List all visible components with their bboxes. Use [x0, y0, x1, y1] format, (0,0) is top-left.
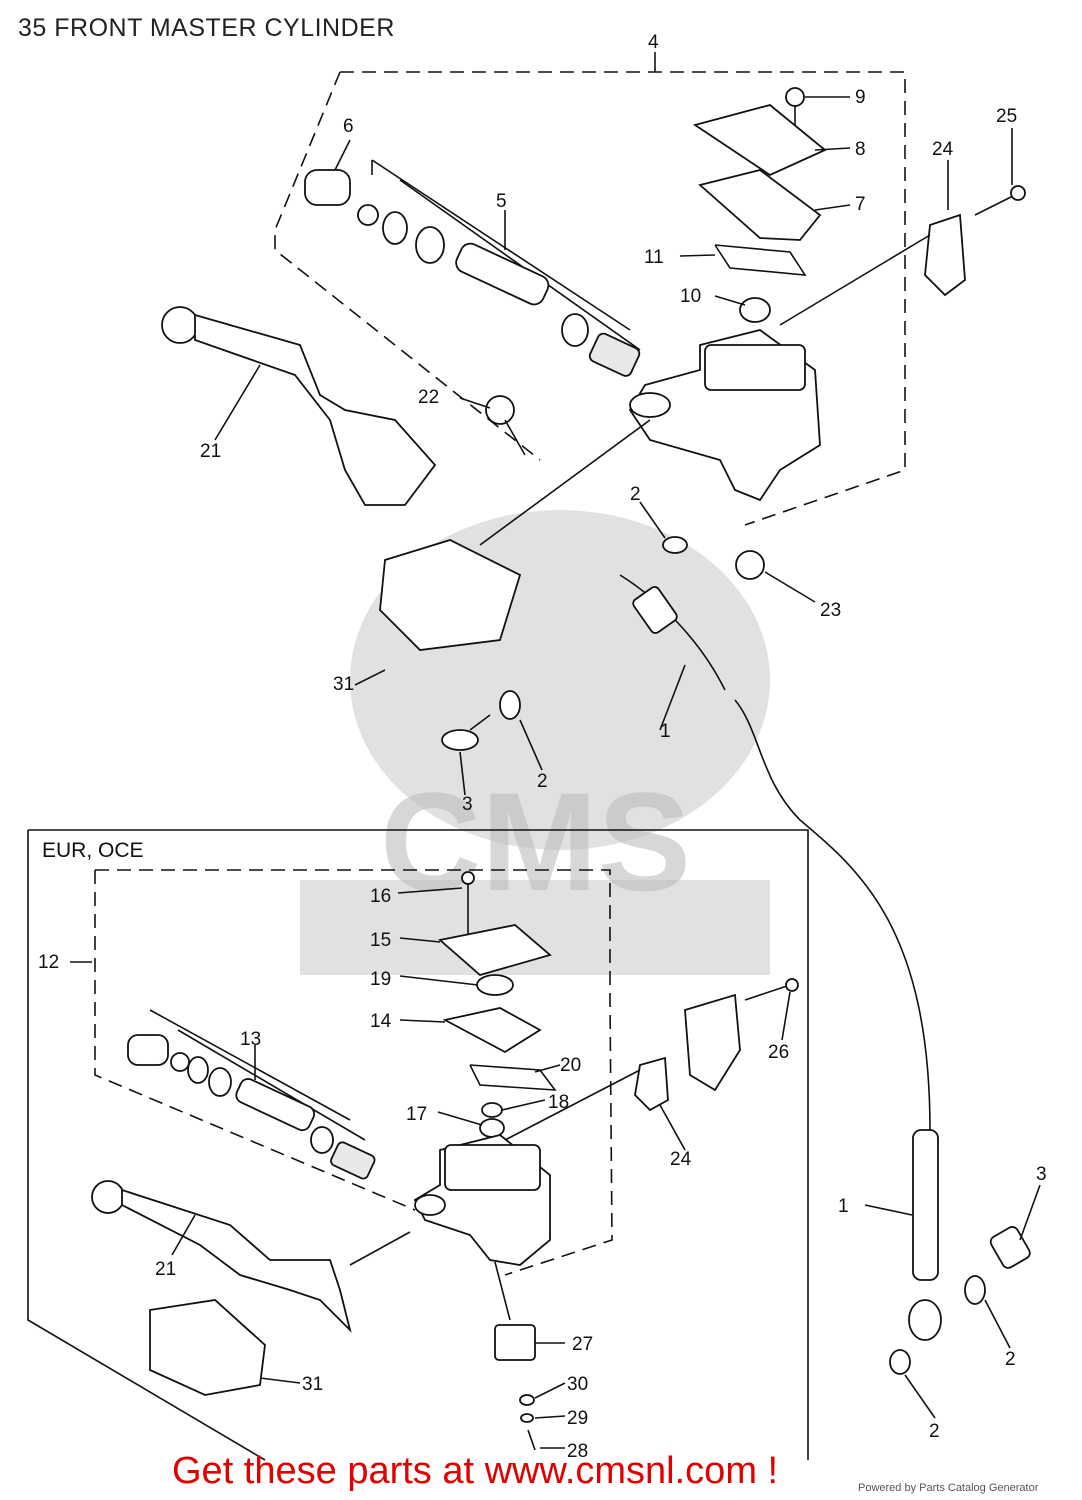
- callout-18: 18: [548, 1092, 569, 1113]
- callout-4: 4: [648, 32, 659, 53]
- callout-2-mid: 2: [537, 771, 548, 792]
- callout-2-bottom: 2: [929, 1421, 940, 1442]
- callout-8: 8: [855, 139, 866, 160]
- callout-11: 11: [644, 247, 664, 268]
- upper-assembly-boundary: [274, 52, 906, 526]
- eur-oce-region: EUR, OCE: [27, 829, 809, 1461]
- callout-27: 27: [572, 1334, 593, 1355]
- credit-text: Powered by Parts Catalog Generator: [858, 1482, 1039, 1494]
- callout-22: 22: [418, 387, 439, 408]
- callout-15: 15: [370, 930, 391, 951]
- callout-23: 23: [820, 600, 841, 621]
- callout-1-lower: 1: [838, 1196, 849, 1217]
- callout-19: 19: [370, 969, 391, 990]
- lower-assembly-boundary: [70, 869, 613, 1276]
- callout-3-lower: 3: [1036, 1164, 1047, 1185]
- callout-7: 7: [855, 194, 866, 215]
- callout-2-upper: 2: [630, 484, 641, 505]
- page-title: 35 FRONT MASTER CYLINDER: [18, 14, 395, 42]
- lower-leaders: [171, 887, 1041, 1449]
- upper-leaders: [214, 96, 1013, 796]
- watermark-text: CMS: [380, 763, 691, 920]
- callout-6: 6: [343, 116, 354, 137]
- callout-2-right: 2: [1005, 1349, 1016, 1370]
- callout-24-lower: 24: [670, 1149, 692, 1170]
- callout-5: 5: [496, 191, 507, 212]
- callout-9: 9: [855, 87, 866, 108]
- callout-1-upper: 1: [660, 721, 671, 742]
- callout-30: 30: [567, 1374, 588, 1395]
- callout-31-upper: 31: [333, 674, 354, 695]
- footer-link-text[interactable]: Get these parts at www.cmsnl.com !: [172, 1450, 779, 1492]
- callout-13: 13: [240, 1029, 261, 1050]
- callout-3-upper: 3: [462, 794, 473, 815]
- callout-28: 28: [567, 1441, 588, 1462]
- lower-parts: [91, 871, 1031, 1451]
- callout-26: 26: [768, 1042, 789, 1063]
- callout-24-upper: 24: [932, 139, 954, 160]
- callouts: 4 9 25 6 8 24 5 7 11 10 22 21 2 23 31 1 …: [38, 32, 1047, 1462]
- callout-20: 20: [560, 1055, 581, 1076]
- callout-16: 16: [370, 886, 391, 907]
- callout-17: 17: [406, 1104, 427, 1125]
- callout-29: 29: [567, 1408, 588, 1429]
- upper-parts: [161, 87, 1026, 1131]
- callout-21-lower: 21: [155, 1259, 176, 1280]
- callout-31-lower: 31: [302, 1374, 323, 1395]
- callout-14: 14: [370, 1011, 392, 1032]
- callout-25: 25: [996, 106, 1017, 127]
- callout-12: 12: [38, 952, 59, 973]
- region-label: EUR, OCE: [42, 839, 144, 862]
- callout-21-upper: 21: [200, 441, 221, 462]
- callout-10: 10: [680, 286, 701, 307]
